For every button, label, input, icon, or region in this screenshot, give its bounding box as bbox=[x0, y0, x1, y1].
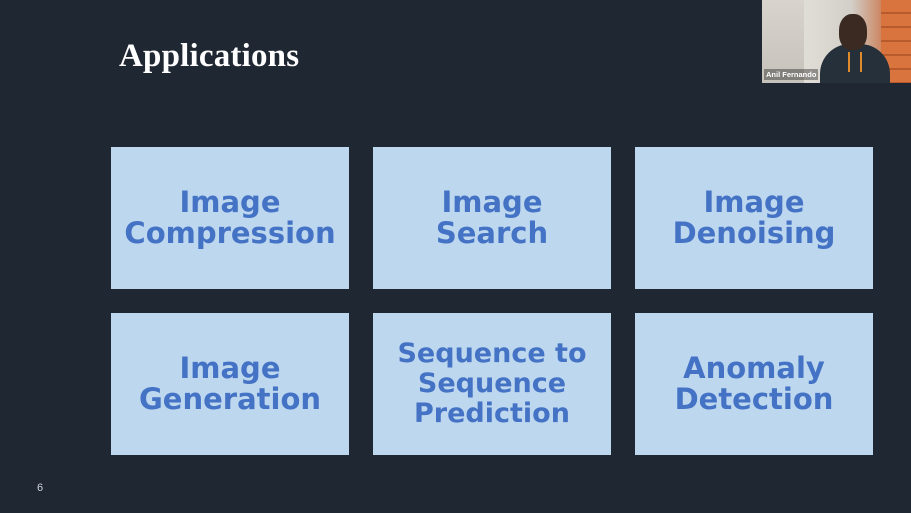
card-label: Image Generation bbox=[139, 353, 321, 415]
webcam-background-door bbox=[762, 0, 804, 83]
card-label-line: Detection bbox=[674, 382, 834, 416]
card-image-compression: Image Compression bbox=[111, 147, 349, 289]
card-label-line: Sequence bbox=[417, 368, 567, 399]
card-image-search: Image Search bbox=[373, 147, 611, 289]
webcam-lanyard bbox=[848, 52, 862, 72]
card-label-line: Anomaly bbox=[683, 351, 825, 385]
card-sequence-prediction: Sequence to Sequence Prediction bbox=[373, 313, 611, 455]
card-label-line: Search bbox=[435, 216, 549, 250]
card-label-line: Image bbox=[179, 185, 281, 219]
card-label-line: Image bbox=[703, 185, 805, 219]
card-image-generation: Image Generation bbox=[111, 313, 349, 455]
webcam-participant-name: Anil Fernando bbox=[764, 69, 819, 80]
card-label-line: Image bbox=[179, 351, 281, 385]
slide-page-number: 6 bbox=[37, 482, 44, 494]
webcam-person-head bbox=[839, 14, 867, 50]
card-label: Anomaly Detection bbox=[675, 353, 834, 415]
card-label-line: Denoising bbox=[672, 216, 836, 250]
card-image-denoising: Image Denoising bbox=[635, 147, 873, 289]
card-label: Image Compression bbox=[124, 187, 335, 249]
card-label-line: Prediction bbox=[414, 398, 570, 429]
card-label-line: Image bbox=[441, 185, 543, 219]
webcam-video-tile[interactable]: Anil Fernando bbox=[762, 0, 911, 83]
card-label-line: Compression bbox=[124, 216, 336, 250]
card-label: Sequence to Sequence Prediction bbox=[397, 339, 586, 429]
card-anomaly-detection: Anomaly Detection bbox=[635, 313, 873, 455]
card-label: Image Search bbox=[436, 187, 548, 249]
webcam-person-body bbox=[820, 44, 890, 83]
slide-title: Applications bbox=[119, 38, 300, 74]
card-label: Image Denoising bbox=[673, 187, 836, 249]
card-label-line: Generation bbox=[138, 382, 322, 416]
card-label-line: Sequence to bbox=[397, 338, 587, 369]
